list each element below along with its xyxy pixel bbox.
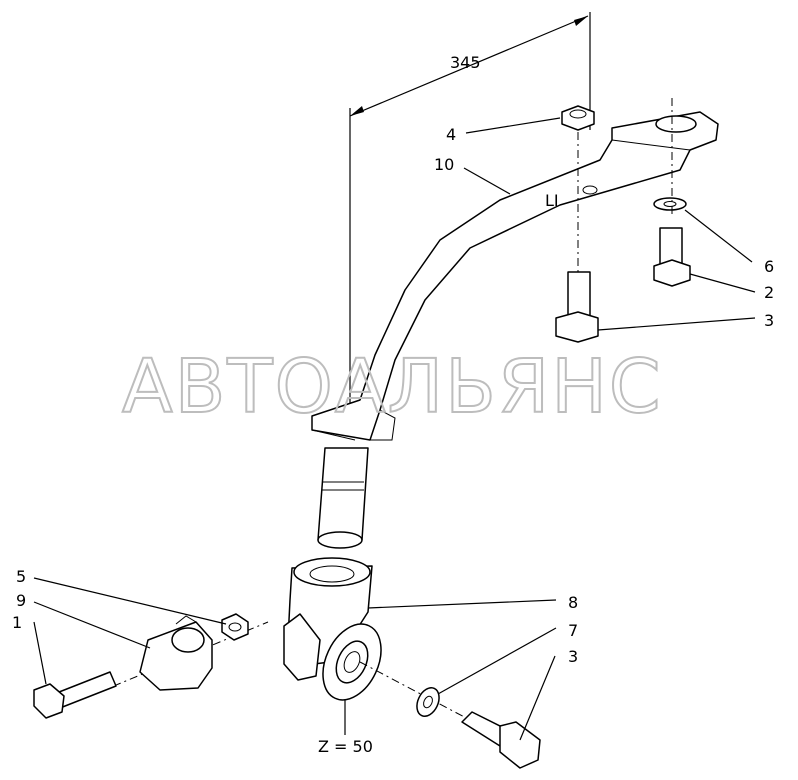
arm-marking: LI bbox=[545, 191, 559, 210]
callout-6: 6 bbox=[764, 257, 774, 276]
dimension-345: 345 bbox=[349, 12, 591, 410]
callout-10: 10 bbox=[434, 155, 454, 174]
callout-7: 7 bbox=[568, 621, 578, 640]
bolt-1 bbox=[33, 671, 117, 719]
nut-5 bbox=[221, 613, 249, 641]
watermark: АВТОАЛЬЯНС bbox=[122, 344, 663, 430]
dimension-value: 345 bbox=[450, 53, 481, 72]
gear-z50: Z = 50 bbox=[318, 623, 382, 756]
steering-arm: LI bbox=[311, 111, 719, 441]
clamp-9 bbox=[139, 615, 213, 691]
leader-lines bbox=[33, 117, 756, 741]
callout-9: 9 bbox=[16, 591, 26, 610]
callout-8: 8 bbox=[568, 593, 578, 612]
callout-4: 4 bbox=[446, 125, 456, 144]
gear-label: Z = 50 bbox=[318, 737, 373, 756]
callout-1: 1 bbox=[12, 613, 22, 632]
washer-6 bbox=[653, 197, 687, 211]
bolt-2 bbox=[653, 227, 691, 287]
callout-2: 2 bbox=[764, 283, 774, 302]
callout-3-lower: 3 bbox=[568, 647, 578, 666]
callouts: 4 10 6 2 3 5 9 1 8 7 3 bbox=[12, 125, 774, 666]
callout-3-upper: 3 bbox=[764, 311, 774, 330]
callout-5: 5 bbox=[16, 567, 26, 586]
housing-8 bbox=[283, 557, 373, 681]
washer-7 bbox=[416, 687, 440, 717]
bolt-3-upper bbox=[555, 271, 599, 343]
bolt-3-lower bbox=[461, 711, 541, 769]
arm-shaft bbox=[317, 447, 369, 549]
nut-4 bbox=[561, 105, 595, 131]
